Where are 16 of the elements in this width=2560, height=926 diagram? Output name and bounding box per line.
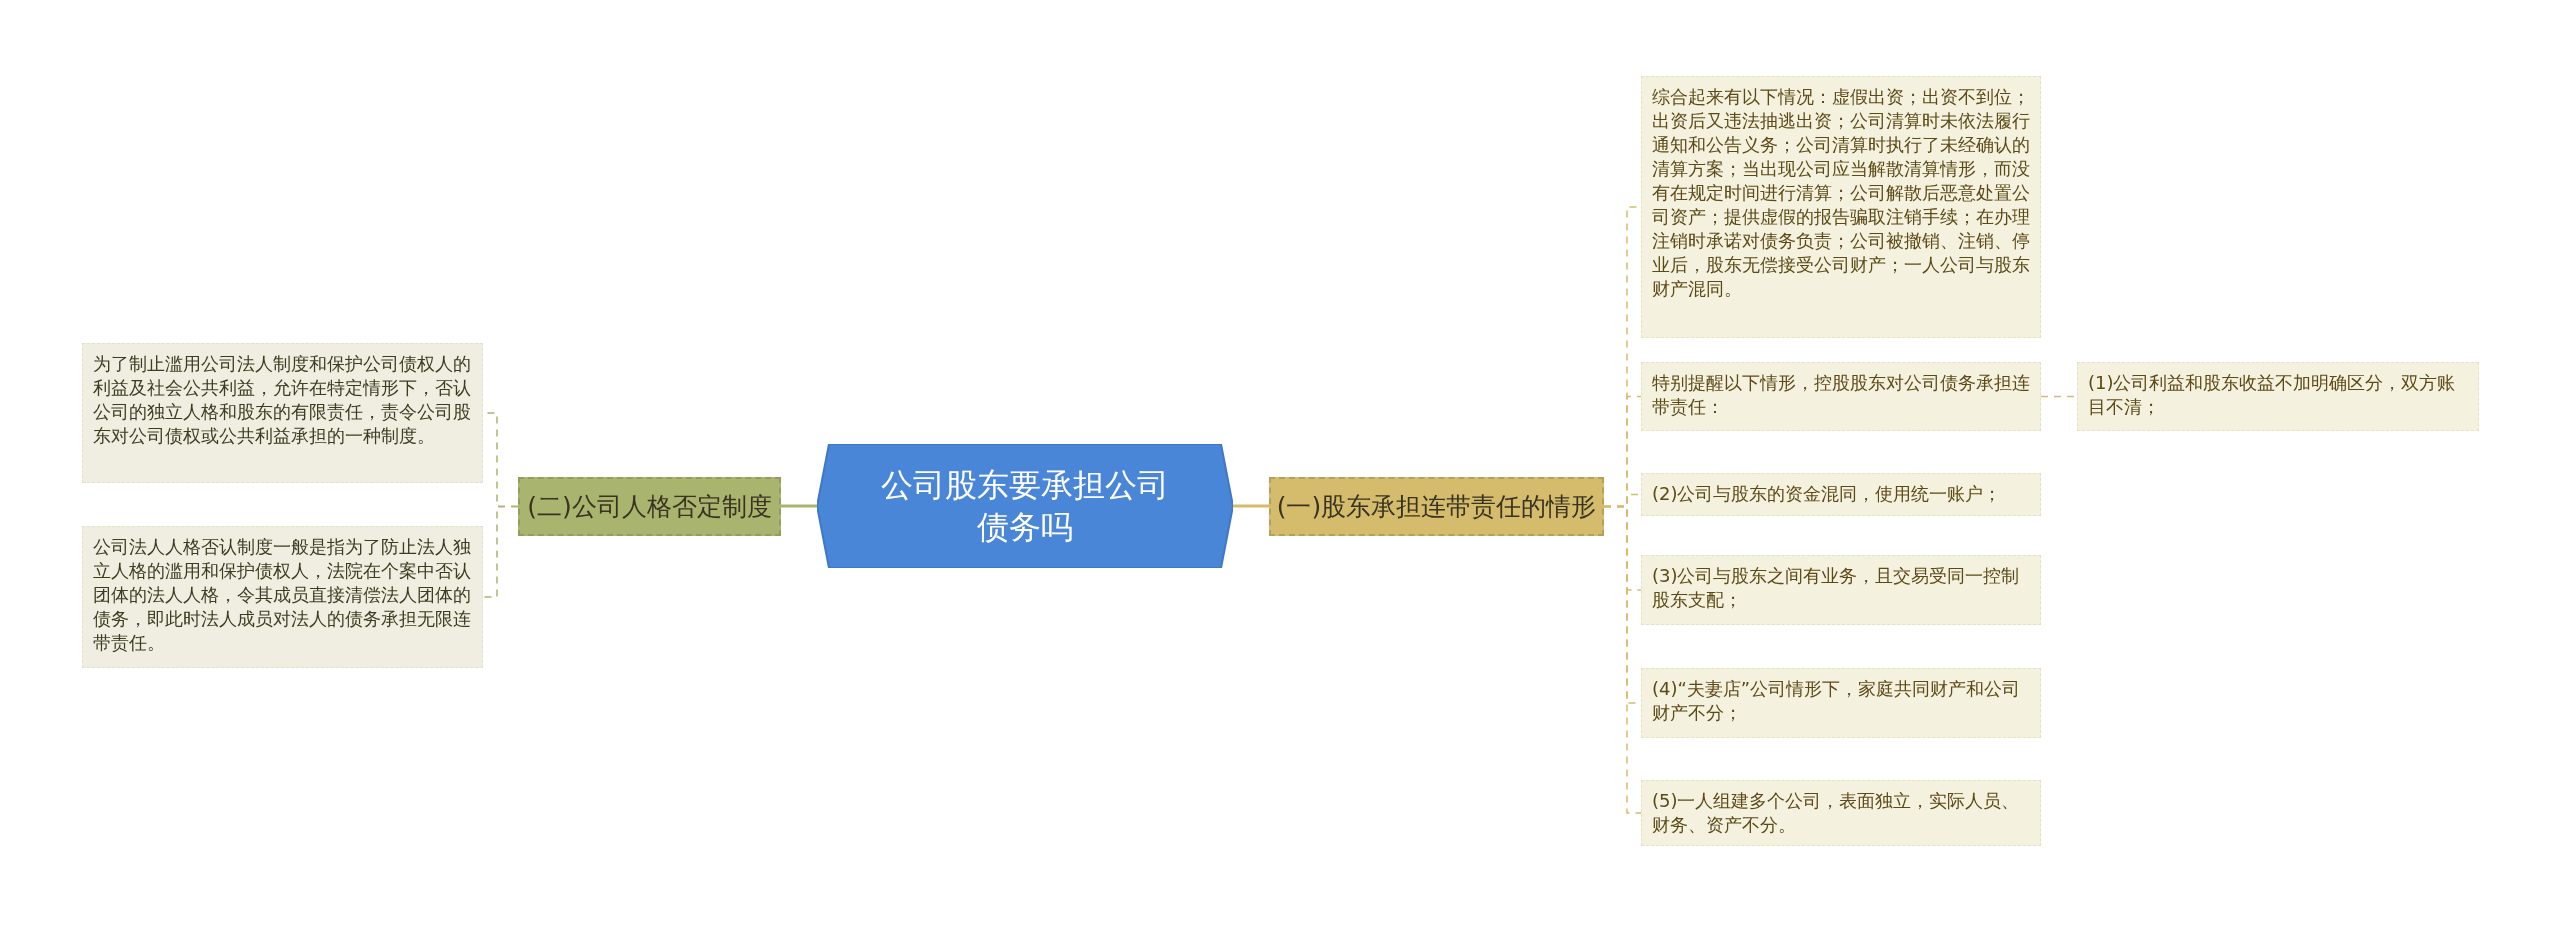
note-box: 综合起来有以下情况：虚假出资；出资不到位；出资后又违法抽逃出资；公司清算时未依法履行通知和公告义务；公司清算时执行了未经确认的清算方案；当出现公司应当解散清算情形，而没有在规定时间进行清算；公司解散后恶意处置公司资产；提供虚假的报告骗取注销手续；在办理注销时承诺对债务负责；公司被撤销、注销、停业后，股东无偿接受公司财产；一人公司与股东财产混同。 [1641, 76, 2041, 338]
branch-box: (一)股东承担连带责任的情形 [1269, 477, 1604, 536]
note-box: 特别提醒以下情形，控股股东对公司债务承担连带责任： [1641, 362, 2041, 431]
note-box: (1)公司利益和股东收益不加明确区分，双方账目不清； [2077, 362, 2479, 431]
note-box: (5)一人组建多个公司，表面独立，实际人员、财务、资产不分。 [1641, 780, 2041, 846]
note-box: 公司法人人格否认制度一般是指为了防止法人独立人格的滥用和保护债权人，法院在个案中否认团体的法人人格，令其成员直接清偿法人团体的债务，即此时法人成员对法人的债务承担无限连带责任。 [82, 526, 483, 668]
note-box: (2)公司与股东的资金混同，使用统一账户； [1641, 473, 2041, 516]
note-box: 为了制止滥用公司法人制度和保护公司债权人的利益及社会公共利益，允许在特定情形下，否认公司的独立人格和股东的有限责任，责令公司股东对公司债权或公共利益承担的一种制度。 [82, 343, 483, 483]
connector-line [482, 505, 519, 598]
note-box: (3)公司与股东之间有业务，且交易受同一控制股东支配； [1641, 555, 2041, 625]
connector-line [781, 504, 817, 508]
connector-line [1603, 505, 1642, 814]
connector-line [1233, 504, 1269, 508]
note-box: (4)“夫妻店”公司情形下，家庭共同财产和公司财产不分； [1641, 668, 2041, 738]
branch-box: (二)公司人格否定制度 [518, 477, 781, 536]
topic-hexagon: 公司股东要承担公司债务吗 [817, 444, 1233, 568]
